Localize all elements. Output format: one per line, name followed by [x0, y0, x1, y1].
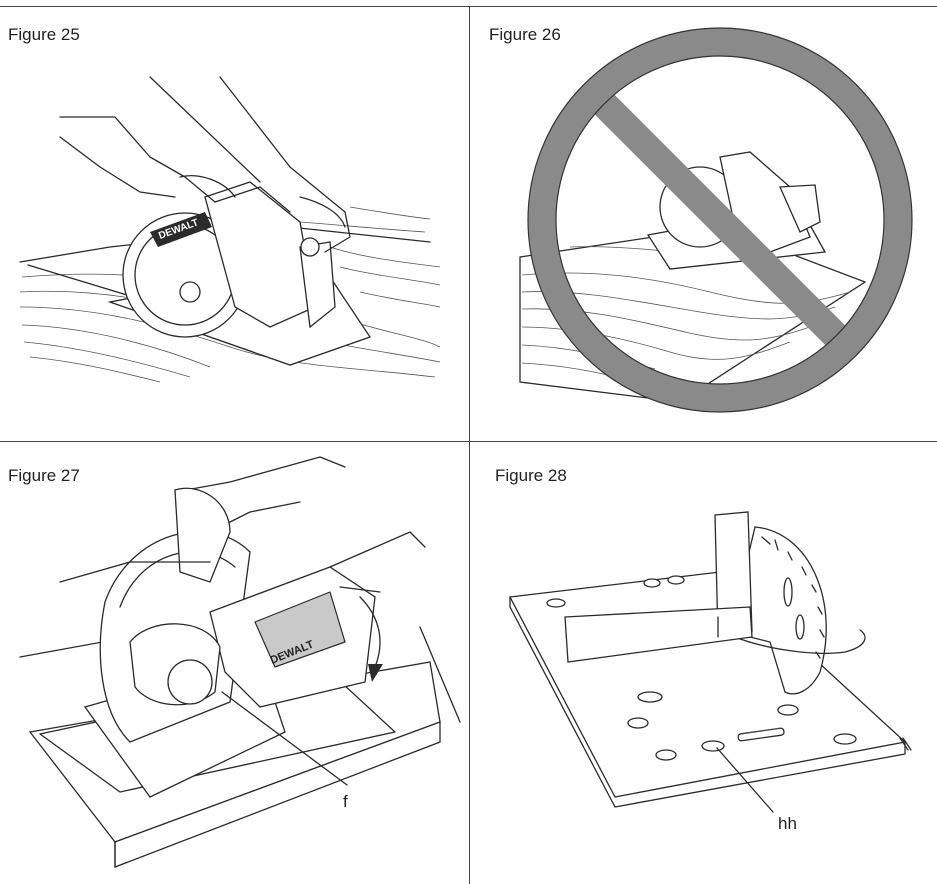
rotation-arrow [359, 596, 381, 668]
prohibition-symbol [527, 27, 913, 413]
top-rule [0, 6, 937, 7]
right-arm [219, 76, 351, 253]
left-arm [59, 116, 216, 203]
front-knob [167, 659, 213, 705]
callout-hh-leader [716, 747, 774, 813]
figure-27-illustration: DEWALT [19, 456, 461, 868]
figure-28-illustration [508, 511, 912, 813]
vertical-divider [469, 6, 470, 884]
figure-28-panel: Figure 28 [470, 442, 937, 884]
horizontal-divider [0, 441, 937, 442]
callout-f: f [343, 792, 348, 811]
square-tool [564, 511, 753, 663]
figure-28-caption: Figure 28 [495, 466, 567, 485]
figure-26-illustration [519, 27, 913, 413]
figure-27-panel: Figure 27 DEWALT [0, 442, 468, 884]
figure-26-caption: Figure 26 [489, 25, 561, 44]
figure-25-panel: Figure 25 DEWALT [0, 7, 468, 441]
figure-25-illustration: DEWALT [19, 76, 441, 383]
callout-hh: hh [778, 814, 797, 833]
figure-27-caption: Figure 27 [8, 466, 80, 485]
figure-25-caption: Figure 25 [8, 25, 80, 44]
figure-26-panel: Figure 26 [470, 7, 937, 441]
callout-f-leader [221, 691, 348, 786]
bolt-holes [546, 575, 857, 761]
shoe-plate [508, 571, 912, 808]
